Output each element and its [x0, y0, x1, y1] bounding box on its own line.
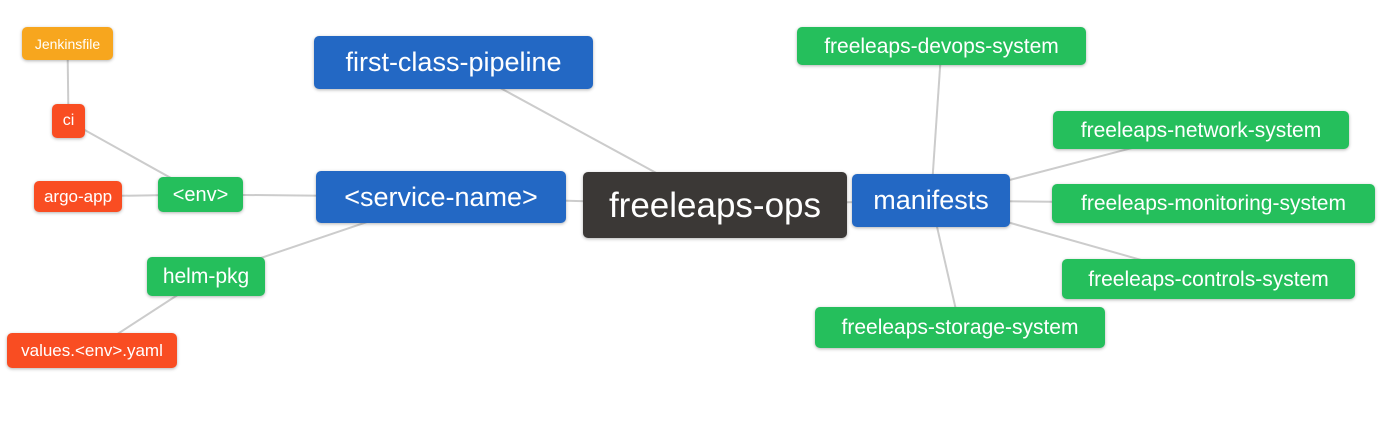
- node-label: freeleaps-devops-system: [824, 34, 1059, 58]
- node-label: manifests: [873, 185, 989, 215]
- node-label: argo-app: [43, 187, 113, 206]
- node-manifests[interactable]: manifests: [852, 174, 1010, 227]
- node-label: freeleaps-storage-system: [841, 316, 1079, 339]
- node-label: <service-name>: [344, 181, 538, 212]
- node-freeleaps-monitoring-system[interactable]: freeleaps-monitoring-system: [1052, 184, 1375, 223]
- node-first-class-pipeline[interactable]: first-class-pipeline: [314, 36, 593, 89]
- node-label: freeleaps-monitoring-system: [1081, 192, 1346, 215]
- node-label: freeleaps-network-system: [1080, 118, 1322, 142]
- node-label: first-class-pipeline: [345, 47, 562, 77]
- node-freeleaps-devops-system[interactable]: freeleaps-devops-system: [797, 27, 1086, 65]
- node-label: values.<env>.yaml: [21, 341, 163, 360]
- node-env[interactable]: <env>: [158, 177, 243, 212]
- node-jenkinsfile[interactable]: Jenkinsfile: [22, 27, 113, 60]
- node-ci[interactable]: ci: [52, 104, 85, 138]
- node-label: Jenkinsfile: [34, 35, 101, 52]
- node-freeleaps-network-system[interactable]: freeleaps-network-system: [1053, 111, 1349, 149]
- node-helm-pkg[interactable]: helm-pkg: [147, 257, 265, 296]
- node-argo-app[interactable]: argo-app: [34, 181, 122, 212]
- node-freeleaps-ops[interactable]: freeleaps-ops: [583, 172, 847, 238]
- node-values-env-yaml[interactable]: values.<env>.yaml: [7, 333, 177, 368]
- node-label: freeleaps-controls-system: [1088, 267, 1329, 291]
- node-label: ci: [62, 112, 75, 129]
- node-service-name[interactable]: <service-name>: [316, 171, 566, 223]
- node-label: <env>: [172, 183, 229, 206]
- node-label: helm-pkg: [162, 265, 250, 288]
- node-freeleaps-storage-system[interactable]: freeleaps-storage-system: [815, 307, 1105, 348]
- node-label: freeleaps-ops: [608, 185, 822, 225]
- node-freeleaps-controls-system[interactable]: freeleaps-controls-system: [1062, 259, 1355, 299]
